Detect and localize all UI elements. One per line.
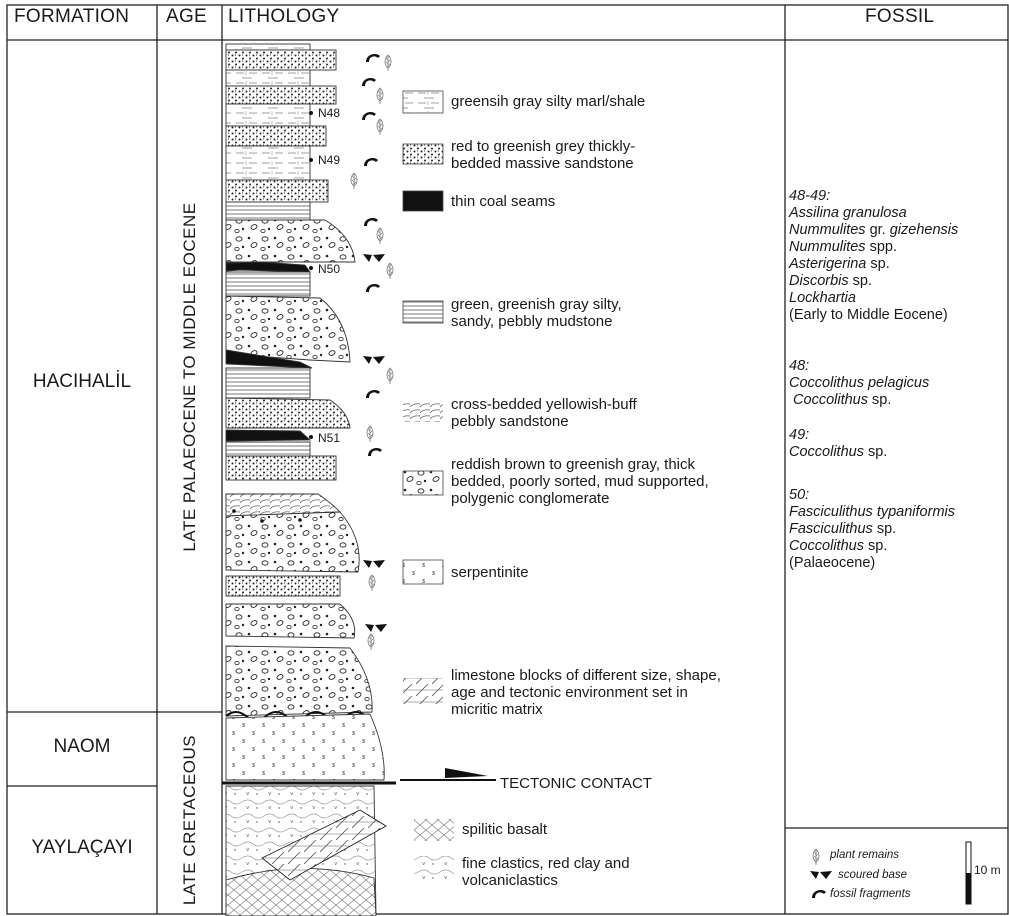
key-plant-remains: plant remains — [830, 849, 900, 861]
legend-swatches — [400, 90, 496, 882]
legend-basalt-text: spilitic basalt — [462, 821, 548, 838]
header-lithology: LITHOLOGY — [228, 6, 340, 27]
key-scoured-base: scoured base — [838, 869, 908, 881]
table-grid — [6, 4, 1009, 915]
age-palaeocene-eocene: LATE PALAEOCENE TO MIDDLE EOCENE — [180, 202, 199, 552]
fossil-group-48-49: 48-49: Assilina granulosa Nummulites gr.… — [789, 188, 959, 323]
header-formation: FORMATION — [14, 6, 130, 27]
sample-label-n49: N49 — [318, 153, 341, 167]
legend-mudstone-text: green, greenish gray silty,sandy, pebbly… — [451, 296, 622, 330]
formation-hacihalil: HACIHALİL — [32, 371, 132, 392]
lithology-column — [222, 43, 396, 916]
sample-dots — [232, 111, 313, 523]
key-fossil-fragments: fossil fragments — [830, 888, 911, 900]
legend-marl-text: greensih gray silty marl/shale — [451, 93, 646, 110]
key-symbols — [810, 841, 972, 905]
legend-limestone-text: limestone blocks of different size, shap… — [451, 667, 721, 718]
sample-label-n48: N48 — [318, 106, 341, 120]
legend-coal-text: thin coal seams — [451, 193, 556, 210]
header-fossil: FOSSIL — [865, 6, 935, 27]
sample-label-n51: N51 — [318, 431, 341, 445]
legend-serpentinite-text: serpentinite — [451, 564, 529, 581]
formation-yaylacayi: YAYLAÇAYI — [31, 837, 133, 858]
header-age: AGE — [166, 6, 208, 27]
key-scale-label: 10 m — [974, 863, 1001, 877]
legend-sandstone-text: red to greenish grey thickly-bedded mass… — [451, 138, 636, 172]
fossil-group-48: 48: Coccolithus pelagicus Coccolithus sp… — [789, 358, 930, 408]
fossil-group-50: 50: Fasciculithus typaniformis Fasciculi… — [789, 487, 955, 571]
legend-tectonic-contact-text: TECTONIC CONTACT — [500, 775, 652, 792]
fossil-group-49: 49: Coccolithus sp. — [789, 427, 888, 460]
formation-naom: NAOM — [53, 736, 111, 757]
sample-label-n50: N50 — [318, 262, 341, 276]
age-late-cretaceous: LATE CRETACEOUS — [180, 734, 199, 906]
